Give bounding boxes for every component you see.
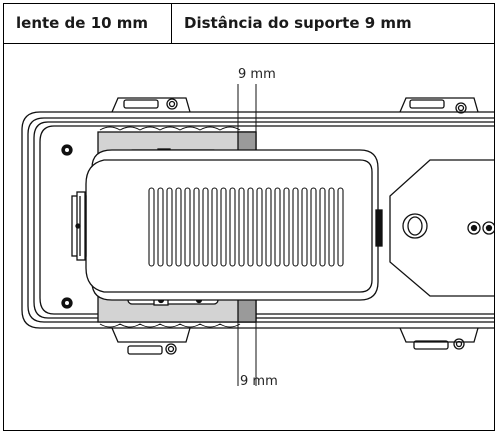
- figure-frame: lente de 10 mm Distância do suporte 9 mm: [3, 3, 495, 431]
- screw-top-left: [61, 144, 73, 156]
- housing-outline: [21, 111, 494, 329]
- lens-label: lente de 10 mm: [4, 4, 172, 43]
- mount-distance-label: Distância do suporte 9 mm: [184, 14, 412, 32]
- bottom-tab-right: [399, 327, 479, 350]
- bottom-tab-left: [111, 327, 191, 355]
- lens-assembly: [71, 191, 87, 261]
- dimension-label-bottom: 9 mm: [240, 374, 278, 389]
- vent-fins: [148, 187, 344, 267]
- top-tab-left: [111, 97, 191, 113]
- header-row: lente de 10 mm Distância do suporte 9 mm: [4, 4, 494, 44]
- rear-mount-plate: [389, 159, 494, 297]
- top-tab-right: [399, 97, 479, 114]
- dimension-lines: [237, 84, 257, 386]
- dimension-label-top: 9 mm: [238, 67, 276, 82]
- screw-bottom-left: [61, 297, 73, 309]
